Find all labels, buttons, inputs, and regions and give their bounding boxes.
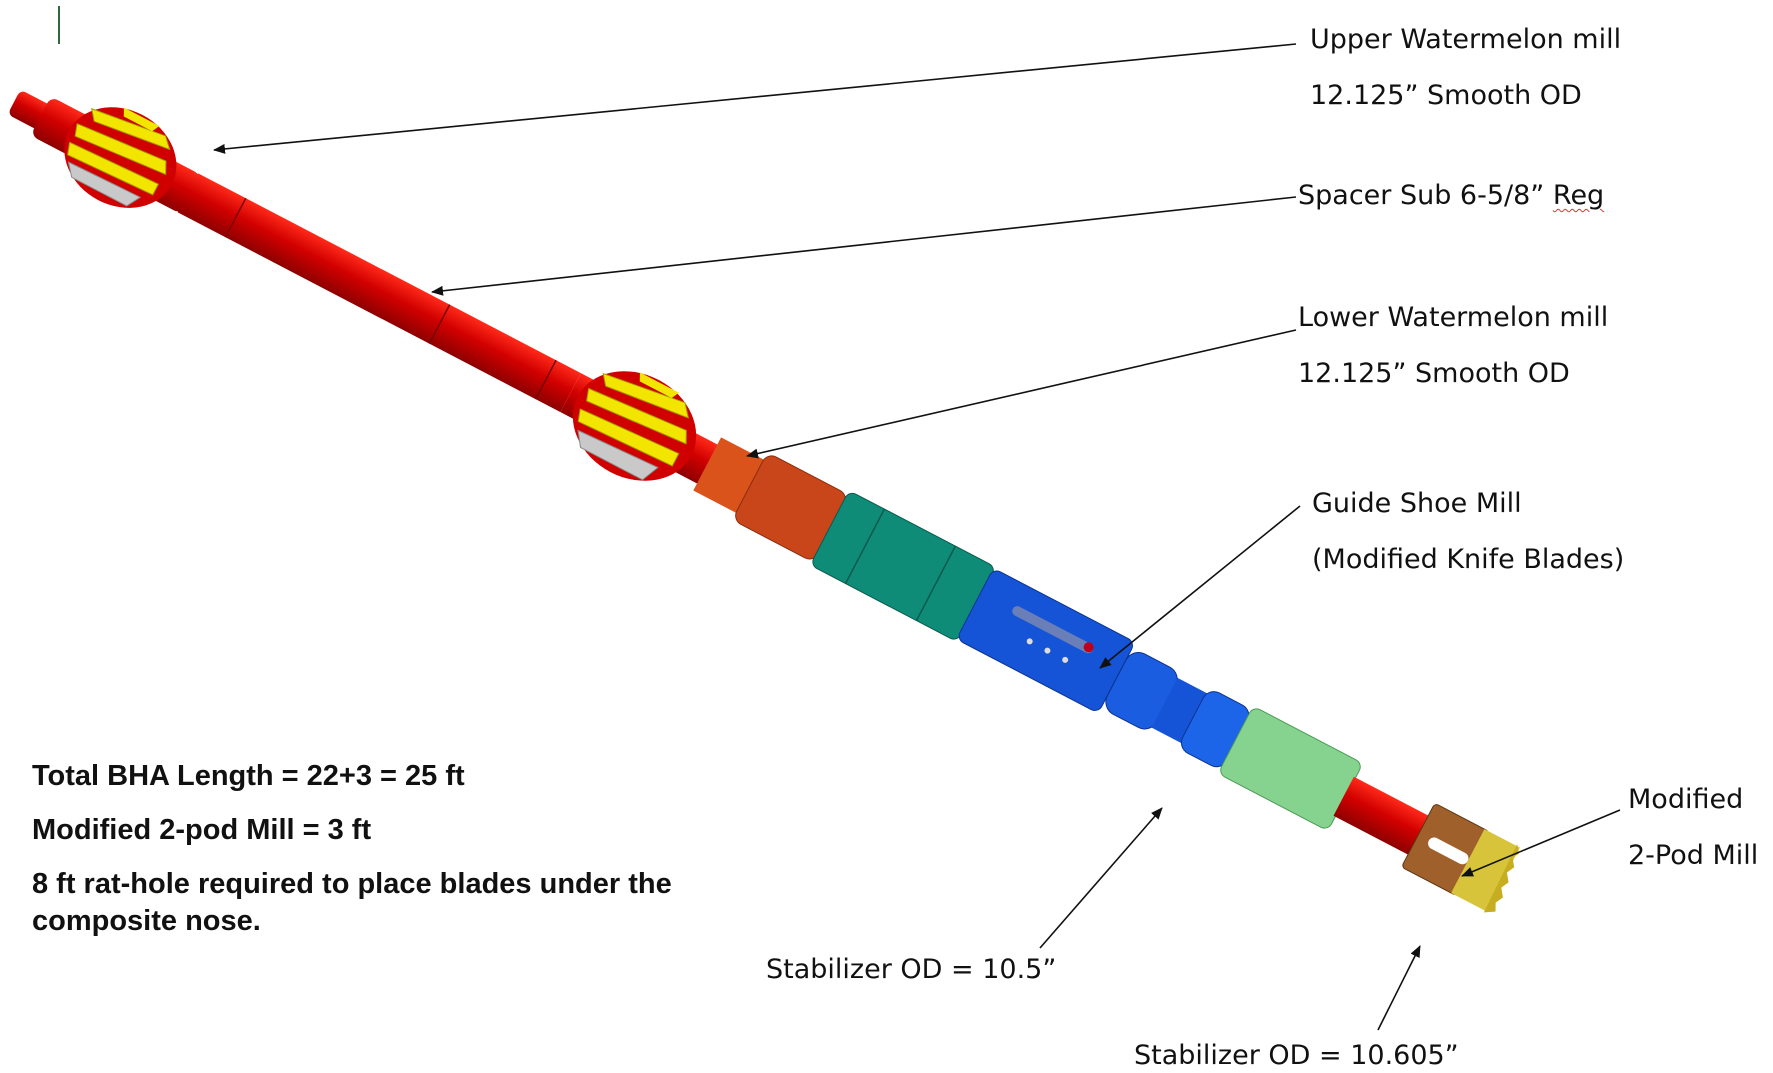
arrow-guide-shoe [1099, 505, 1301, 669]
text-cursor [58, 6, 60, 44]
label-stabilizer-2: Stabilizer OD = 10.605” [1134, 1040, 1459, 1071]
arrow-pod-mill [1461, 809, 1621, 877]
note-pod-mill-length: Modified 2-pod Mill = 3 ft [32, 814, 372, 846]
callout-arrows [213, 43, 1621, 1031]
label-stabilizer-1: Stabilizer OD = 10.5” [766, 954, 1057, 985]
label-spacer-sub: Spacer Sub 6-5/8” Reg [1298, 180, 1604, 211]
label-lower-mill-line2: 12.125” Smooth OD [1298, 358, 1570, 389]
label-spacer-sub-text: Spacer Sub 6-5/8” [1298, 180, 1553, 211]
note-rat-hole: 8 ft rat-hole required to place blades u… [32, 868, 672, 937]
bha-assembly [9, 91, 1520, 913]
spacer-sub [177, 173, 581, 413]
guide-shoe-mill [958, 570, 1208, 744]
arrow-lower-mill [746, 329, 1297, 459]
note-total-length: Total BHA Length = 22+3 = 25 ft [32, 760, 465, 792]
arrow-stabilizer-1 [1039, 807, 1163, 949]
label-guide-shoe-line1: Guide Shoe Mill [1312, 488, 1522, 519]
label-guide-shoe-line2: (Modified Knife Blades) [1312, 544, 1625, 575]
label-upper-mill-line1: Upper Watermelon mill [1310, 24, 1622, 55]
label-pod-mill-line1: Modified [1628, 784, 1744, 815]
upper-watermelon-mill [64, 107, 177, 208]
label-pod-mill-line2: 2-Pod Mill [1628, 840, 1759, 871]
label-spacer-sub-reg: Reg [1552, 180, 1605, 211]
lower-watermelon-mill [560, 371, 723, 487]
label-upper-mill-line2: 12.125” Smooth OD [1310, 80, 1582, 111]
arrow-upper-mill [213, 43, 1297, 154]
label-lower-mill-line1: Lower Watermelon mill [1298, 302, 1609, 333]
arrow-stabilizer-2 [1377, 945, 1421, 1031]
arrow-spacer-sub [431, 196, 1297, 296]
lower-sub [1333, 776, 1431, 856]
